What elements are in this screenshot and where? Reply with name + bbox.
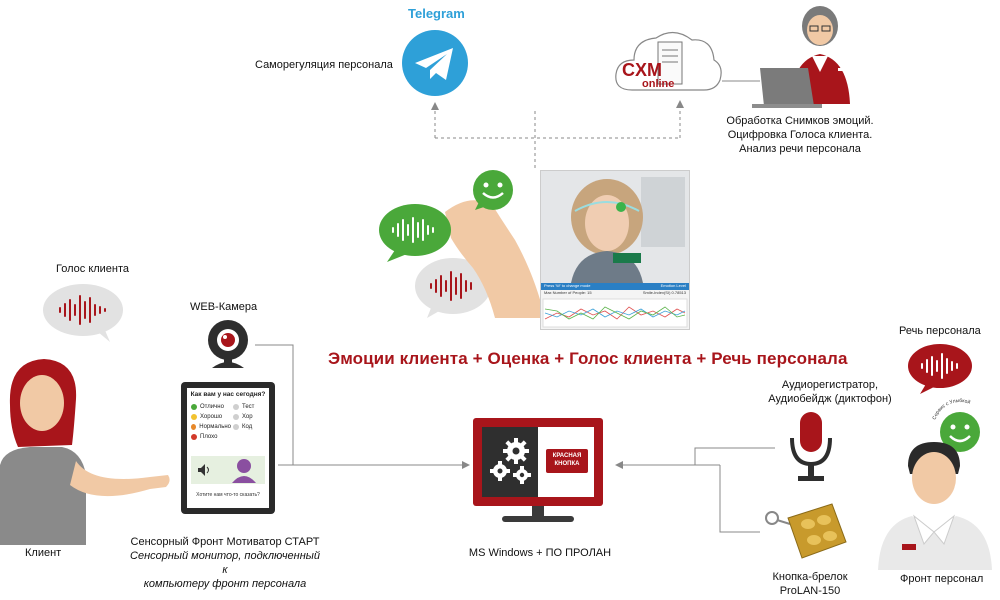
tablet-caption-line-1: Сенсорный монитор, подключенный к: [130, 550, 320, 576]
tablet-speaker-icon: [198, 464, 209, 476]
analyst-line-3: Анализ речи персонала: [739, 143, 861, 155]
headline: Эмоции клиента + Оценка + Голос клиента …: [328, 349, 848, 368]
screen-status-strip: Press 'W' to change mode Emotion Level: [541, 283, 689, 290]
keyfob-caption: Кнопка-брелок ProLAN-150: [760, 570, 860, 598]
staff-speech-bubble: [908, 344, 972, 394]
recorder-line: [694, 447, 775, 465]
tablet-right-option-3[interactable]: Код: [233, 424, 267, 430]
arrowhead-cloud: [676, 100, 684, 108]
monitor-stand: [532, 506, 544, 516]
client-person-illustration: [0, 359, 170, 545]
analyst-line-2: Оцифровка Голоса клиента.: [727, 129, 873, 141]
telegram-title: Telegram: [408, 6, 465, 21]
tablet-right-option-1[interactable]: Тест: [233, 404, 267, 410]
tablet-right-option-2[interactable]: Хор: [233, 414, 267, 420]
tablet-staff-avatar-icon: [232, 459, 256, 483]
keyfob-icon: [765, 503, 847, 559]
tablet-option-normal[interactable]: Нормально: [191, 424, 231, 430]
screen-strip-left: Press 'W' to change mode: [544, 283, 591, 288]
arrowhead-telegram: [431, 102, 439, 110]
monitor-screen: КРАСНАЯ КНОПКА: [482, 427, 594, 497]
gears-panel: [482, 427, 538, 497]
computer-monitor: КРАСНАЯ КНОПКА: [473, 418, 603, 506]
client-label: Клиент: [25, 547, 62, 559]
recorder-line-2: Аудиобейдж (диктофон): [768, 393, 892, 405]
cxm-logo-main: CXM: [622, 60, 662, 80]
keyfob-line-1: Кнопка-брелок: [772, 571, 848, 583]
telegram-caption: Саморегуляция персонала: [255, 59, 393, 71]
arrowhead-computer-right: [615, 461, 623, 469]
microphone-icon: [790, 412, 832, 481]
tablet-voice-panel[interactable]: [191, 456, 265, 484]
emotion-graph: [542, 298, 688, 328]
staff-person-illustration: [878, 442, 992, 570]
analyst-line-1: Обработка Снимков эмоций.: [726, 115, 874, 127]
tablet-option-good[interactable]: Хорошо: [191, 414, 231, 420]
recorder-caption: Аудиорегистратор, Аудиобейдж (диктофон): [760, 378, 900, 406]
analyst-illustration: [752, 6, 850, 108]
tablet-footer: Хотите нам что-то сказать?: [196, 492, 260, 498]
computer-label: MS Windows + ПО ПРОЛАН: [468, 547, 612, 559]
staff-speech-label: Речь персонала: [899, 325, 981, 337]
cxm-logo-sub: online: [642, 78, 675, 90]
tablet-option-bad[interactable]: Плохо: [191, 434, 231, 440]
hand-with-bubbles-illustration: [379, 170, 545, 318]
recorder-line-1: Аудиорегистратор,: [781, 379, 879, 391]
gears-icon: [490, 438, 531, 484]
staff-label: Фронт персонал: [900, 573, 984, 585]
client-voice-label: Голос клиента: [56, 263, 130, 275]
webcam-line: [255, 344, 294, 465]
keyfob-line-2: ProLAN-150: [779, 585, 841, 597]
telegram-icon: [402, 30, 468, 96]
webcam-label: WEB-Камера: [190, 301, 258, 313]
webcam-icon: [208, 320, 248, 368]
screen-info-right: Smile-Index(SI) 0.78513: [642, 290, 686, 295]
tablet-question: Как вам у нас сегодня?: [190, 391, 266, 398]
screen-strip-right: Emotion Level: [660, 283, 686, 288]
client-voice-bubble: [43, 284, 123, 342]
tablet-caption-line-2: компьютеру фронт персонала: [143, 578, 307, 590]
tablet-caption: Сенсорный Фронт Мотиватор СТАРТ Сенсорны…: [130, 535, 320, 591]
red-button-badge: КРАСНАЯ КНОПКА: [546, 449, 588, 473]
tablet-right-options: Тест Хор Код: [233, 404, 267, 430]
emotion-analysis-screen: Press 'W' to change mode Emotion Level M…: [540, 170, 690, 330]
monitor-base: [502, 516, 574, 522]
screen-info-row: Max Number of People: 15 Smile-Index(SI)…: [541, 290, 689, 296]
touch-tablet: Как вам у нас сегодня? Отлично Хорошо Но…: [181, 382, 275, 514]
screen-info-left: Max Number of People: 15: [544, 290, 592, 295]
cloud-icon: [615, 31, 722, 91]
red-button-badge-line-2: КНОПКА: [554, 461, 580, 467]
tablet-caption-title: Сенсорный Фронт Мотиватор СТАРТ: [130, 536, 320, 548]
client-face-photo: [541, 171, 689, 283]
red-button-badge-line-1: КРАСНАЯ: [552, 453, 582, 459]
keyfob-line: [719, 465, 760, 533]
tablet-option-excellent[interactable]: Отлично: [191, 404, 231, 410]
tablet-options: Отлично Хорошо Нормально Плохо: [191, 404, 231, 440]
tablet-screen: Как вам у нас сегодня? Отлично Хорошо Но…: [187, 388, 269, 508]
arrowhead-computer-left: [462, 461, 470, 469]
analyst-caption: Обработка Снимков эмоций. Оцифровка Голо…: [725, 114, 875, 156]
